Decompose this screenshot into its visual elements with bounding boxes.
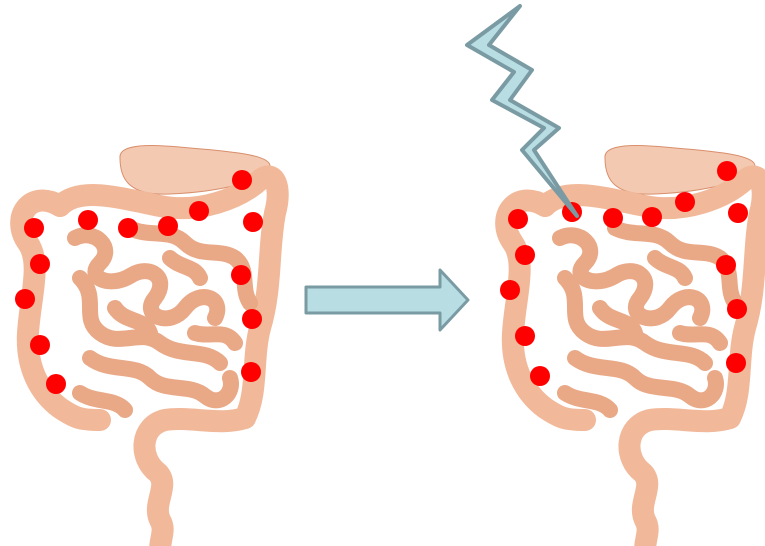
marker xyxy=(46,374,66,394)
marker xyxy=(30,335,50,355)
marker xyxy=(15,289,35,309)
marker xyxy=(603,208,623,228)
marker xyxy=(530,366,550,386)
marker xyxy=(241,362,261,382)
marker xyxy=(30,254,50,274)
marker xyxy=(726,353,746,373)
marker xyxy=(716,255,736,275)
right-arrow-icon xyxy=(306,270,468,330)
marker xyxy=(242,309,262,329)
marker xyxy=(158,216,178,236)
marker xyxy=(24,218,44,238)
marker xyxy=(232,170,252,190)
lightning-bolt-icon xyxy=(467,6,577,216)
marker xyxy=(243,212,263,232)
marker xyxy=(728,203,748,223)
marker xyxy=(508,209,528,229)
marker xyxy=(515,326,535,346)
marker xyxy=(717,161,737,181)
marker xyxy=(727,299,747,319)
marker xyxy=(118,218,138,238)
marker xyxy=(78,210,98,230)
marker xyxy=(675,192,695,212)
intestine-after-illustration xyxy=(506,145,763,546)
marker xyxy=(500,280,520,300)
marker xyxy=(642,207,662,227)
marker xyxy=(231,265,251,285)
marker xyxy=(515,245,535,265)
intestine-before-illustration xyxy=(21,145,278,546)
marker xyxy=(189,201,209,221)
